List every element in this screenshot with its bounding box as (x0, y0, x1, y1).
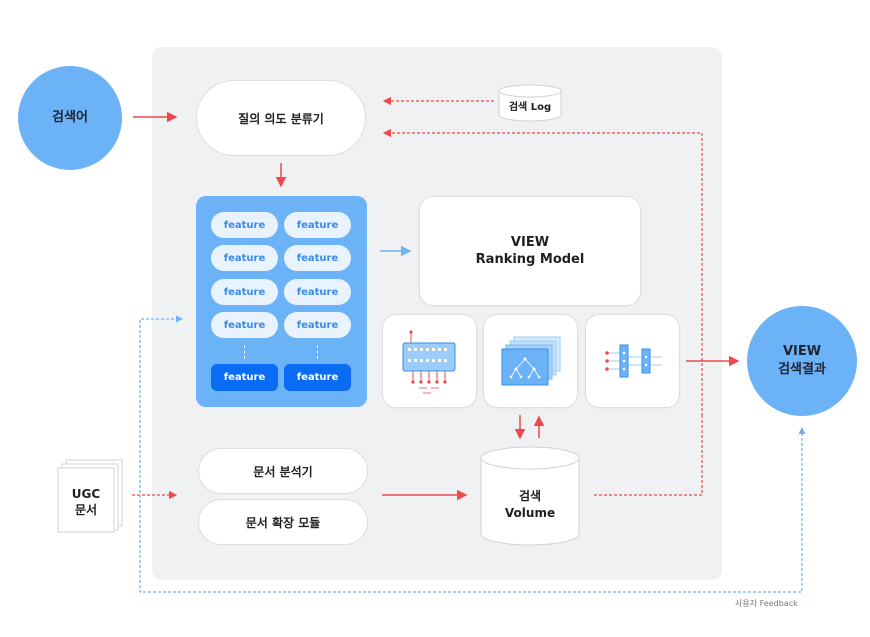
search-query-label: 검색어 (52, 110, 88, 125)
model-card-network (585, 314, 680, 408)
feature-chip: feature (284, 312, 351, 338)
feature-chip: feature (284, 279, 351, 305)
ellipsis-divider (244, 345, 245, 359)
arrow-user-feedback-loop (139, 318, 803, 593)
ranking-model-title-line1: VIEW (510, 235, 550, 250)
feature-chip: feature (211, 245, 278, 271)
arrow-result-to-classifier (382, 128, 703, 416)
stacked-layers-icon (501, 336, 561, 386)
ugc-line1: UGC (71, 487, 101, 501)
search-volume-cylinder-icon (480, 446, 580, 546)
search-log-cylinder-icon (498, 84, 562, 122)
ugc-document-label: UGC 문서 (58, 486, 114, 518)
doc-expansion-node: 문서 확장 모듈 (198, 499, 368, 545)
view-result-node: VIEW 검색결과 (747, 306, 857, 416)
doc-analyzer-label: 문서 분석기 (253, 464, 313, 479)
ugc-document-node: UGC 문서 (56, 458, 126, 534)
decision-tree-icon (402, 330, 456, 394)
doc-expansion-label: 문서 확장 모듈 (245, 515, 321, 530)
ugc-line2: 문서 (74, 503, 98, 517)
search-volume-line1: 검색 (518, 489, 542, 503)
model-card-decision-tree (382, 314, 477, 408)
ranking-model-node: VIEW Ranking Model (419, 196, 641, 306)
feature-chip: feature (211, 279, 278, 305)
ellipsis-divider (317, 345, 318, 359)
feature-chip: feature (211, 212, 278, 238)
feature-chip-active: feature (284, 364, 351, 391)
feature-chip: feature (284, 212, 351, 238)
search-volume-label: 검색 Volume (480, 488, 580, 522)
feature-chip: feature (284, 245, 351, 271)
search-log-label: 검색 Log (508, 102, 552, 113)
ranking-model-title-line2: Ranking Model (475, 252, 585, 267)
search-volume-line2: Volume (504, 506, 556, 520)
feature-chip-active: feature (211, 364, 278, 391)
user-feedback-label: 사용자 Feedback (735, 599, 798, 608)
document-stack-icon (57, 459, 123, 533)
network-layers-icon (605, 344, 662, 378)
view-result-line1: VIEW (782, 344, 822, 359)
search-volume-node: 검색 Volume (480, 446, 580, 546)
ranking-model-title: VIEW Ranking Model (476, 234, 585, 268)
feature-chip: feature (211, 312, 278, 338)
model-card-ensemble (483, 314, 578, 408)
doc-analyzer-node: 문서 분석기 (198, 448, 368, 494)
view-result-line2: 검색결과 (778, 362, 826, 377)
arrow-volume-to-feedback (594, 416, 703, 496)
intent-classifier-node: 질의 의도 분류기 (196, 80, 366, 156)
search-query-node: 검색어 (18, 66, 122, 170)
intent-classifier-label: 질의 의도 분류기 (238, 111, 324, 126)
search-log-node: 검색 Log (498, 84, 562, 122)
